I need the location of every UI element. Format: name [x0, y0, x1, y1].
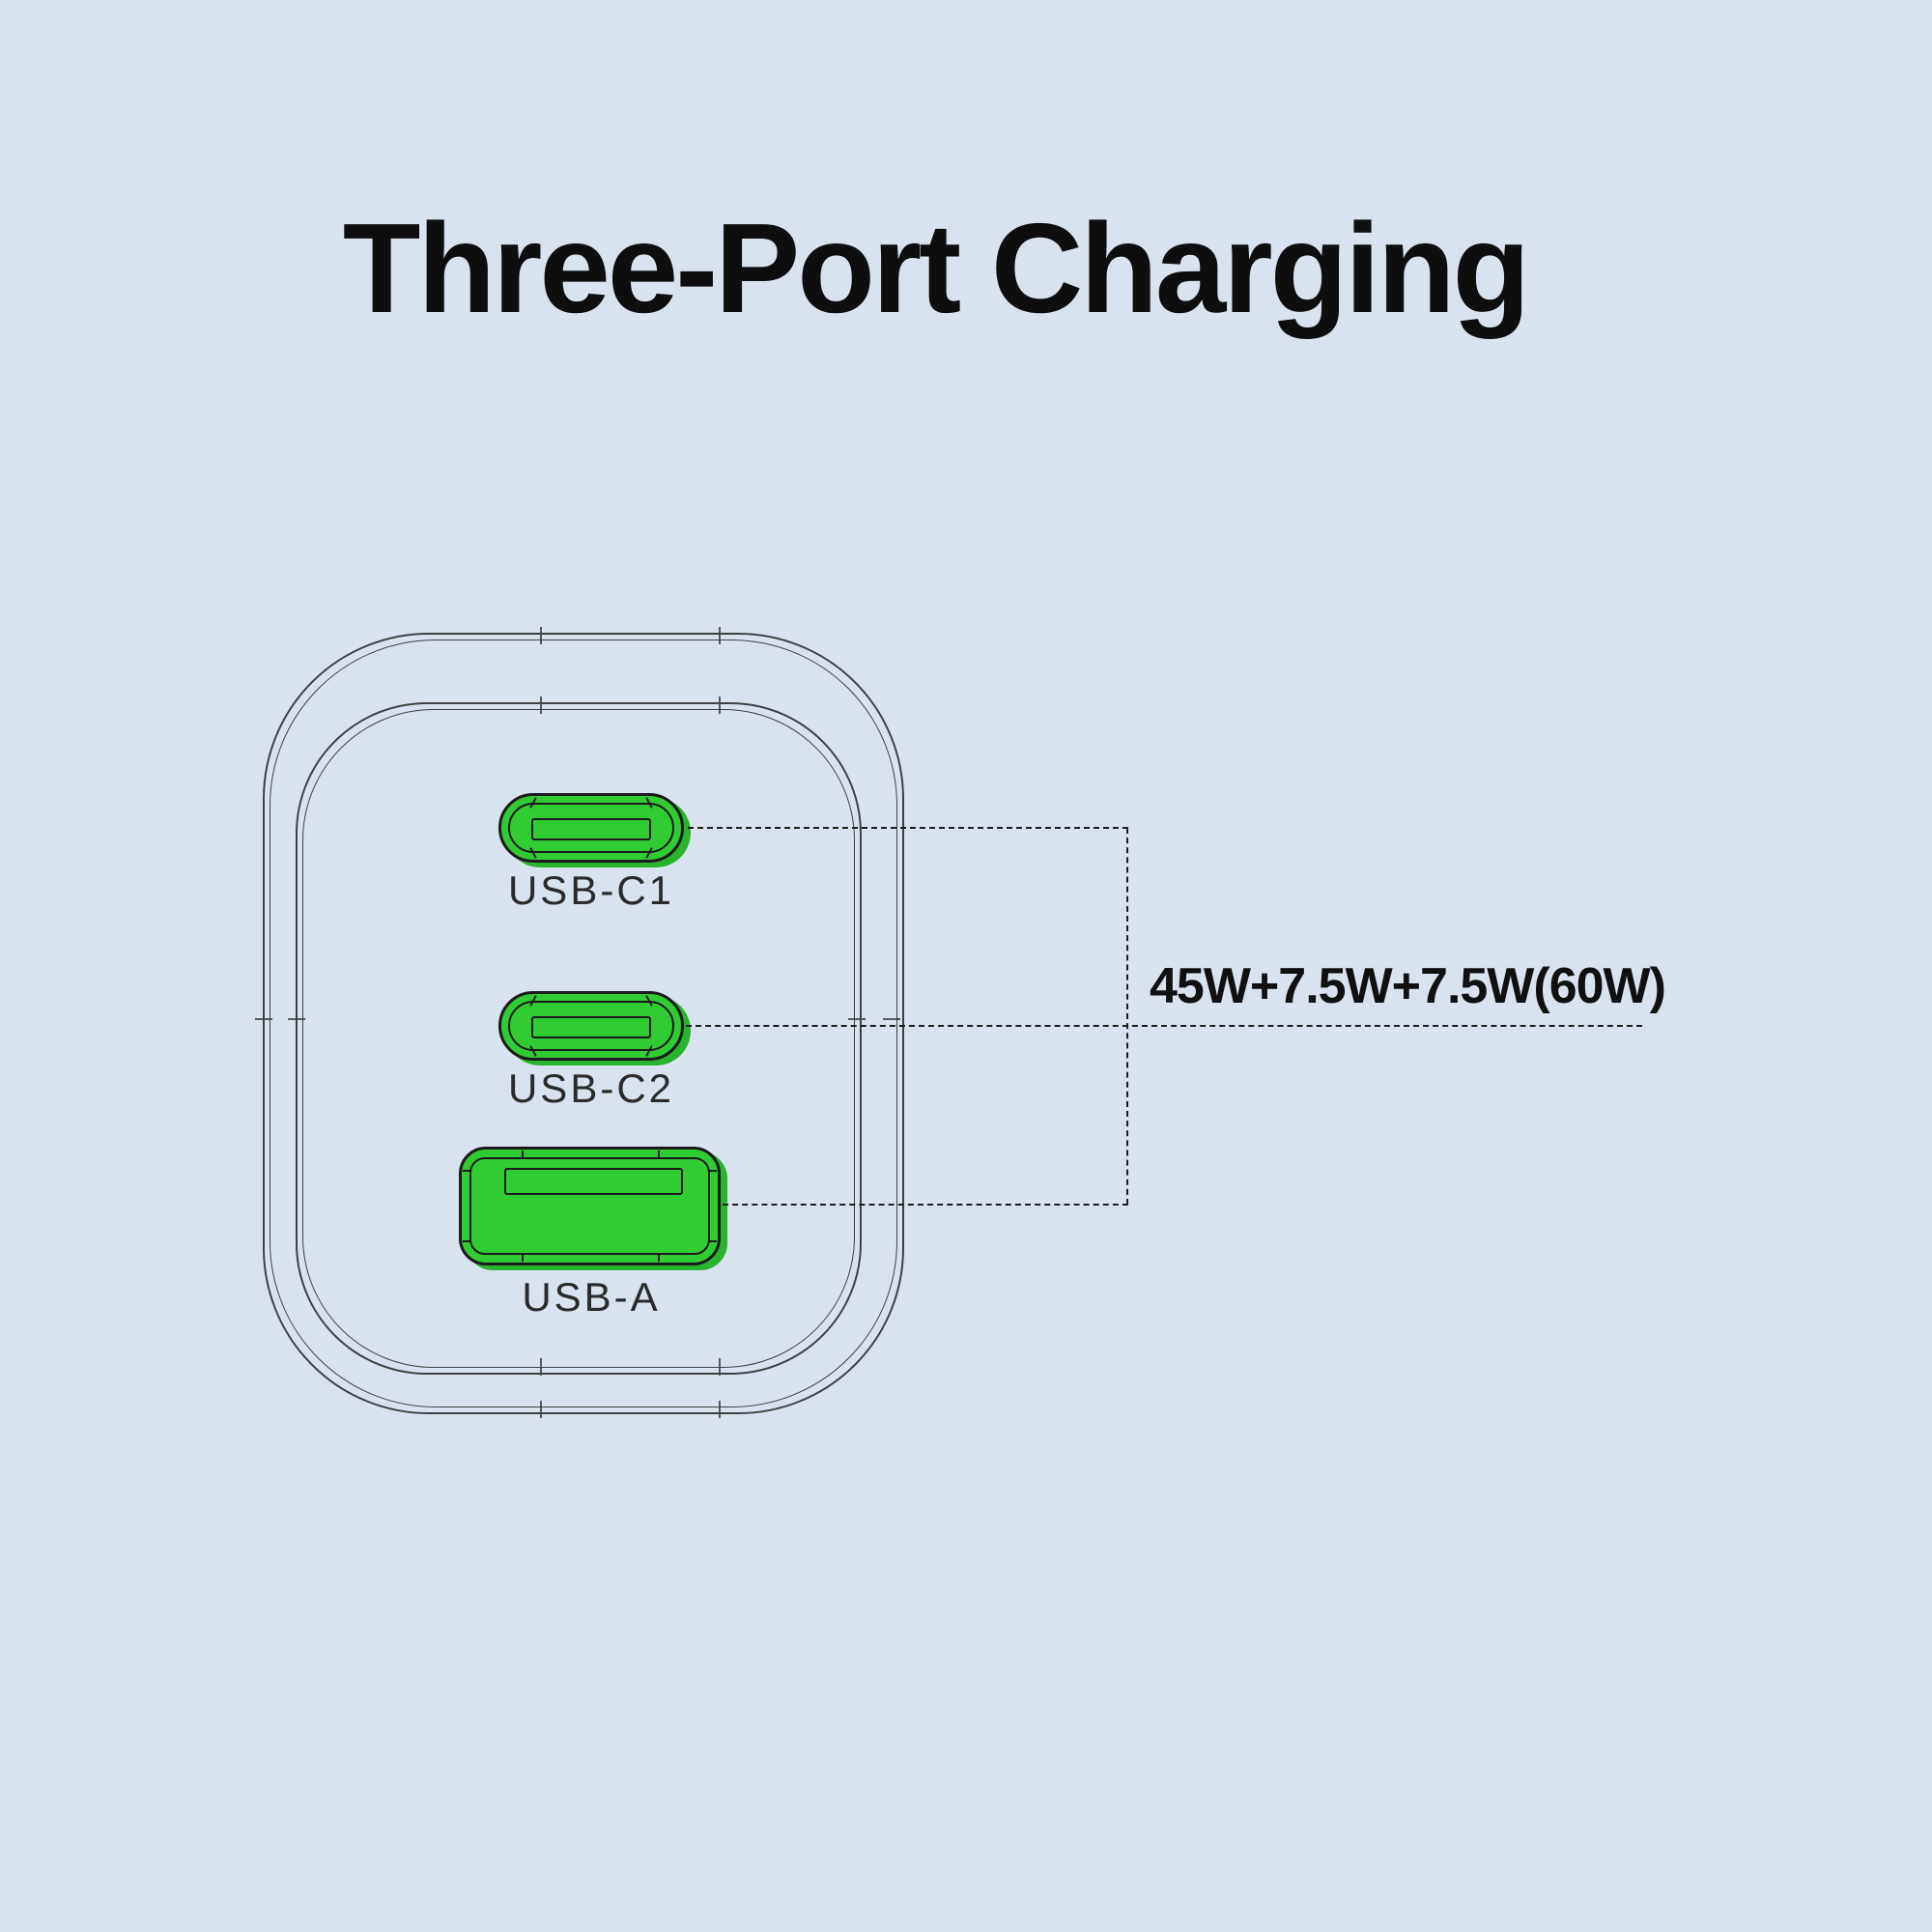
usb-a-slot [504, 1168, 683, 1195]
usb-a-corner-tick [522, 1253, 524, 1262]
usb-a-corner-tick [708, 1240, 717, 1242]
usb-a-port [459, 1147, 721, 1265]
usb-a-label: USB-A [522, 1274, 661, 1320]
callout-line-usb-a [723, 1204, 1128, 1206]
callout-line-vertical [1126, 828, 1128, 1205]
usb-c1-slot [531, 818, 651, 840]
usb-a-corner-tick [463, 1170, 471, 1172]
charger-shell-outline [263, 633, 904, 1414]
seam-tick [883, 1018, 900, 1020]
seam-tick [719, 696, 721, 714]
seam-tick [719, 1358, 721, 1376]
usb-c2-port [498, 991, 684, 1061]
seam-tick [540, 696, 542, 714]
page-title: Three-Port Charging [342, 197, 1530, 339]
usb-c1-label: USB-C1 [507, 867, 675, 913]
seam-tick [255, 1018, 272, 1020]
seam-tick [719, 1401, 721, 1418]
usb-a-corner-tick [463, 1240, 471, 1242]
usb-a-corner-tick [522, 1151, 524, 1159]
usb-c2-port-inner-outline [508, 1001, 674, 1051]
seam-tick [540, 1358, 542, 1376]
usb-c2-label: USB-C2 [507, 1065, 675, 1111]
usb-a-corner-tick [658, 1253, 660, 1262]
seam-tick [719, 627, 721, 644]
usb-a-corner-tick [658, 1151, 660, 1159]
seam-tick [848, 1018, 866, 1020]
power-output-label: 45W+7.5W+7.5W(60W) [1150, 958, 1666, 1014]
charger-shell-outline-inner-stroke [270, 639, 897, 1407]
usb-c1-port [498, 793, 684, 863]
charger-face-outline-inner-stroke [302, 709, 855, 1368]
usb-a-port-inner-outline [469, 1157, 710, 1255]
usb-c2-slot [531, 1016, 651, 1038]
callout-line-usb-c1 [688, 827, 1128, 829]
usb-a-corner-tick [708, 1170, 717, 1172]
charger-face-outline [296, 702, 862, 1375]
seam-tick [540, 1401, 542, 1418]
seam-tick [540, 627, 542, 644]
usb-c1-port-inner-outline [508, 803, 674, 853]
callout-line-usb-c2 [686, 1025, 1642, 1027]
seam-tick [288, 1018, 305, 1020]
